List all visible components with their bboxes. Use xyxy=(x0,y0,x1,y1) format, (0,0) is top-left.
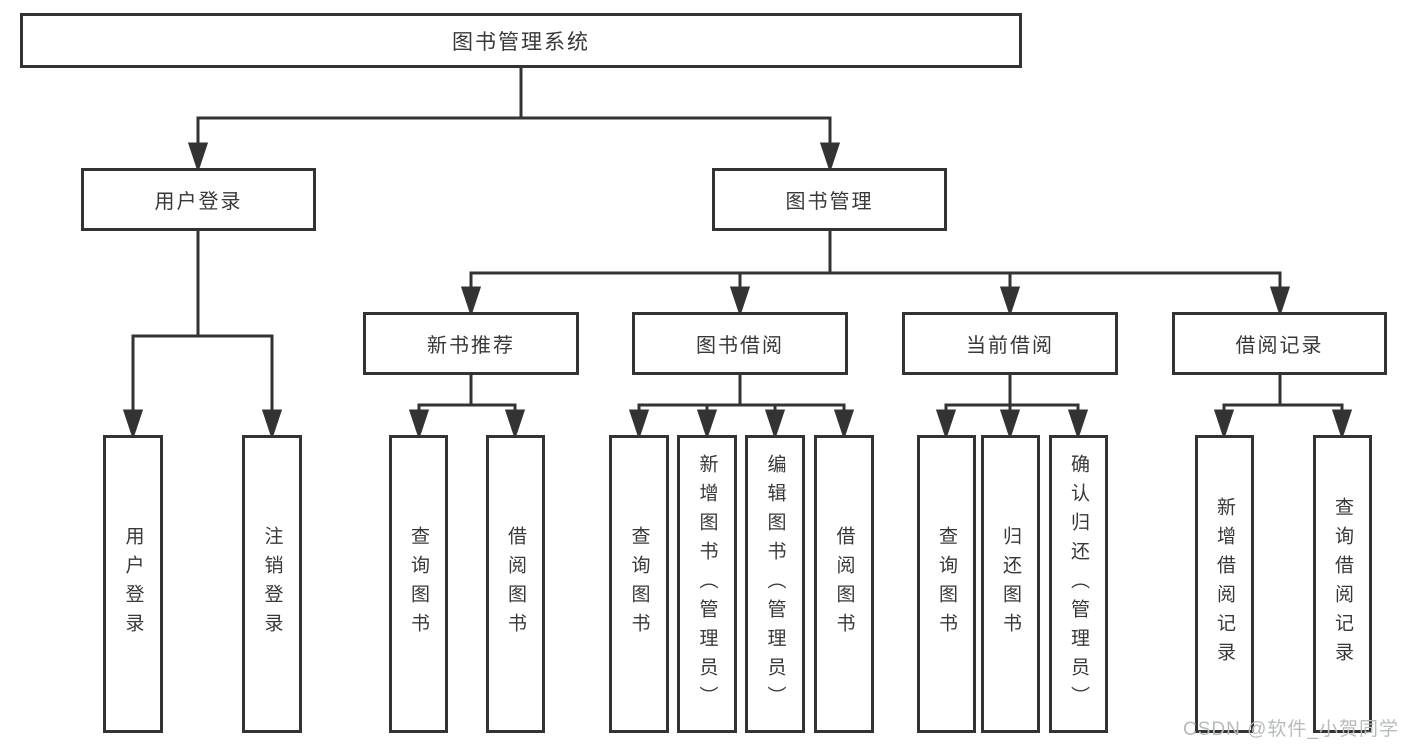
node-label: 确认归还（管理员） xyxy=(1068,453,1089,715)
node-label: 用户登录 xyxy=(154,191,243,213)
node-leaf-edit-books-admin: 编辑图书（管理员） xyxy=(745,435,805,733)
connector-current-borrow-branch xyxy=(935,373,1089,440)
node-label: 查询借阅记录 xyxy=(1332,497,1353,671)
node-label: 借阅图书 xyxy=(833,526,855,642)
node-leaf-add-borrow-record: 新增借阅记录 xyxy=(1195,435,1254,733)
connector-root-to-level2 xyxy=(187,66,841,173)
node-label: 归还图书 xyxy=(1000,526,1021,642)
node-label: 借阅图书 xyxy=(505,526,526,642)
csdn-watermark: CSDN @软件_小贺同学 xyxy=(1183,719,1399,740)
connector-book-borrow-branch xyxy=(628,373,855,440)
connector-user-login-branch xyxy=(122,229,283,440)
node-label: 注销登录 xyxy=(261,526,283,642)
node-label: 图书管理系统 xyxy=(452,30,590,54)
node-book-borrowing: 图书借阅 xyxy=(632,312,848,375)
node-leaf-query-borrow-record: 查询借阅记录 xyxy=(1313,435,1372,733)
node-leaf-query-books-2: 查询图书 xyxy=(609,435,669,733)
connector-book-management-branch xyxy=(460,229,1291,317)
connector-borrow-records-branch xyxy=(1213,373,1353,440)
node-label: 查询图书 xyxy=(936,526,957,642)
node-label: 新增借阅记录 xyxy=(1214,497,1235,671)
node-label: 查询图书 xyxy=(408,526,429,642)
node-new-book-recommendation: 新书推荐 xyxy=(363,312,579,375)
node-leaf-add-books-admin: 新增图书（管理员） xyxy=(677,435,737,733)
node-label: 用户登录 xyxy=(122,526,144,642)
node-label: 新增图书（管理员） xyxy=(696,453,718,715)
connector-new-book-branch xyxy=(408,373,526,440)
node-label: 图书管理 xyxy=(785,191,874,213)
node-label: 新书推荐 xyxy=(427,335,515,357)
node-leaf-borrow-books-2: 借阅图书 xyxy=(814,435,874,733)
node-label: 编辑图书（管理员） xyxy=(764,453,786,715)
node-leaf-query-books-3: 查询图书 xyxy=(917,435,976,733)
node-leaf-return-books: 归还图书 xyxy=(981,435,1040,733)
node-label: 图书借阅 xyxy=(696,335,784,357)
node-user-login: 用户登录 xyxy=(81,168,316,231)
node-leaf-borrow-books-1: 借阅图书 xyxy=(486,435,545,733)
node-leaf-logout: 注销登录 xyxy=(242,435,302,733)
node-root-library-system: 图书管理系统 xyxy=(20,13,1022,68)
node-borrowing-records: 借阅记录 xyxy=(1172,312,1387,375)
node-leaf-confirm-return-admin: 确认归还（管理员） xyxy=(1049,435,1108,733)
node-book-management: 图书管理 xyxy=(712,168,947,231)
node-label: 借阅记录 xyxy=(1235,335,1324,357)
node-label: 当前借阅 xyxy=(966,335,1054,357)
node-current-borrowing: 当前借阅 xyxy=(902,312,1118,375)
node-label: 查询图书 xyxy=(628,526,650,642)
node-leaf-user-login: 用户登录 xyxy=(103,435,163,733)
node-leaf-query-books-1: 查询图书 xyxy=(389,435,448,733)
